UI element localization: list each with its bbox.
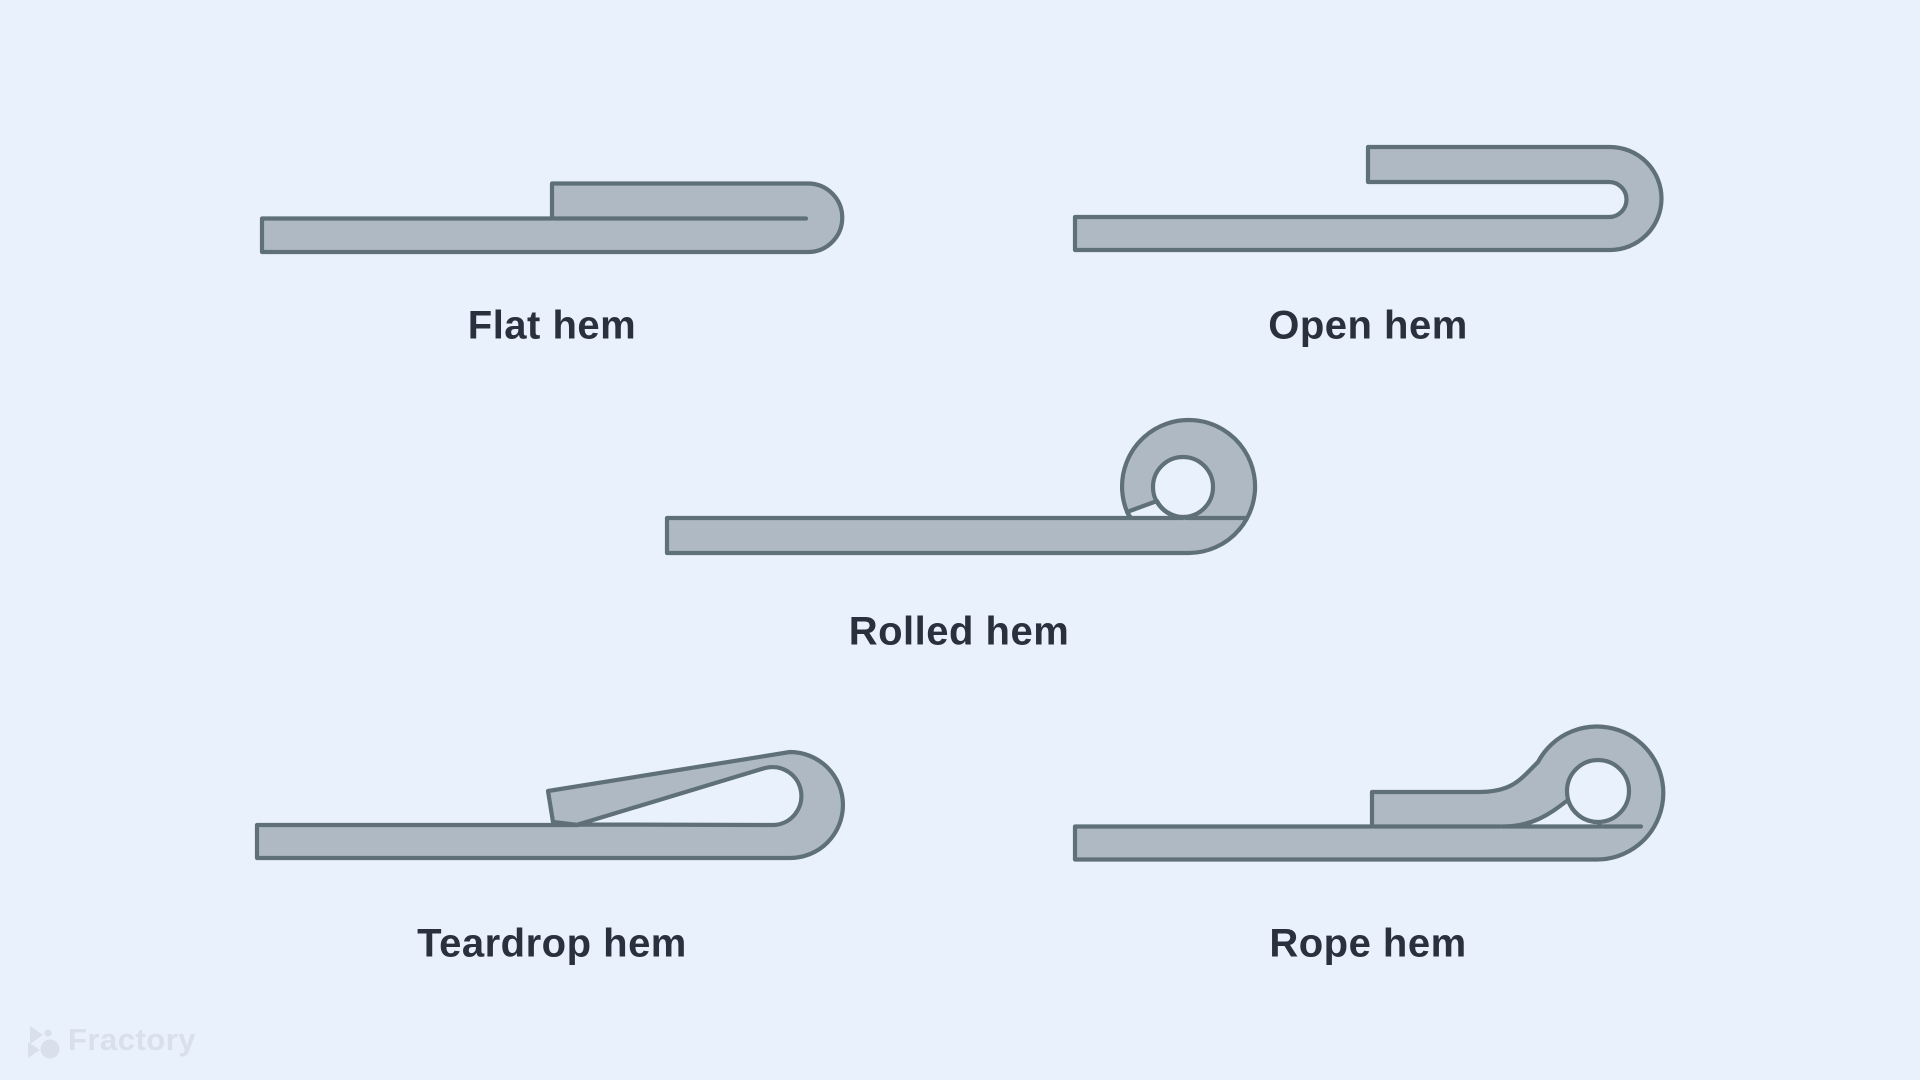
open-hem-sheet (1072, 144, 1664, 253)
rolled-hem-drawing (664, 417, 1258, 556)
logo-triangle-top (30, 1026, 43, 1044)
logo-circle (40, 1039, 60, 1059)
teardrop-hem-sheet (254, 749, 846, 861)
rolled-hem-label: Rolled hem (848, 609, 1070, 654)
rope-hem-label: Rope hem (1269, 921, 1467, 966)
teardrop-hem-label: Teardrop hem (417, 921, 687, 966)
rope-hem-sheet (1072, 724, 1666, 862)
open-hem-label: Open hem (1268, 303, 1468, 348)
fractory-logo-icon (28, 1026, 60, 1059)
flat-hem-drawing (259, 181, 845, 255)
teardrop-hem-drawing (254, 749, 846, 861)
rolled-hem-sheet (664, 417, 1258, 556)
fractory-logo-text: Fractory (68, 1022, 197, 1057)
open-hem-drawing (1072, 144, 1664, 253)
logo-triangle-bottom (28, 1042, 40, 1058)
fractory-logo: Fractory (26, 1018, 266, 1064)
rope-hem-drawing (1072, 724, 1666, 862)
logo-dot (44, 1029, 52, 1037)
flat-hem-label: Flat hem (467, 303, 637, 348)
